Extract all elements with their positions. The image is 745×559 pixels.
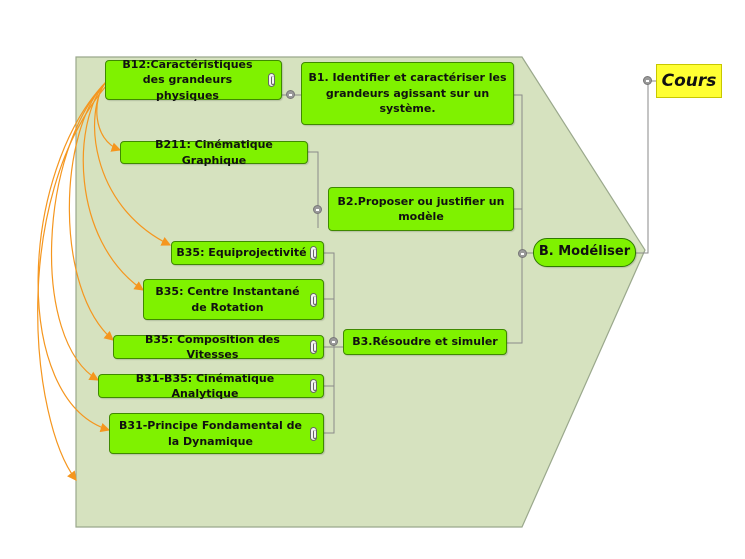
central-node-label: B. Modéliser: [538, 244, 631, 260]
central-node-modeliser[interactable]: B. Modéliser: [533, 238, 636, 267]
objective-node-b1[interactable]: B1. Identifier et caractériser les grand…: [301, 62, 514, 125]
resource-label-b35-equiprojectivite: B35: Equiprojectivité: [176, 246, 307, 260]
resource-node-b31-pfd[interactable]: B31-Principe Fondamental de la Dynamique: [109, 413, 324, 454]
objective-label-b3: B3.Résoudre et simuler: [352, 335, 498, 349]
objective-node-b3[interactable]: B3.Résoudre et simuler: [343, 329, 507, 355]
resource-label-b211: B211: Cinématique Graphique: [155, 138, 273, 167]
objective-label-b2: B2.Proposer ou justifier un modèle: [337, 194, 505, 223]
relation-arrows: [37, 81, 172, 481]
relation-arrow: [68, 81, 114, 341]
paperclip-icon[interactable]: [310, 340, 317, 354]
relation-arrow: [37, 81, 111, 433]
collapse-toggle-icon[interactable]: [286, 90, 295, 99]
collapse-toggle-icon[interactable]: [518, 249, 527, 258]
paperclip-icon[interactable]: [268, 73, 275, 87]
connector-line: [507, 94, 523, 344]
paperclip-icon[interactable]: [310, 292, 317, 307]
resource-node-b12[interactable]: B12:Caractéristiques des grandeurs physi…: [105, 57, 282, 102]
resource-label-b12: B12:Caractéristiques des grandeurs physi…: [122, 57, 253, 102]
relation-arrow: [50, 81, 107, 381]
group-boundary: [75, 56, 646, 528]
resource-label-b31-pfd: B31-Principe Fondamental de la Dynamique: [119, 419, 302, 448]
paperclip-icon[interactable]: [310, 246, 317, 260]
paperclip-icon[interactable]: [310, 426, 317, 441]
resource-node-b31-b35[interactable]: B31-B35: Cinématique Analytique: [98, 372, 324, 400]
collapse-toggle-icon[interactable]: [643, 76, 652, 85]
objective-label-b1: B1. Identifier et caractériser les grand…: [308, 71, 507, 116]
root-node-cours[interactable]: Cours: [656, 64, 722, 98]
connector-line: [636, 80, 656, 254]
resource-node-b211[interactable]: B211: Cinématique Graphique: [120, 138, 308, 167]
collapse-toggle-icon[interactable]: [313, 205, 322, 214]
connector-line: [308, 151, 319, 228]
collapse-toggle-icon[interactable]: [329, 337, 338, 346]
resource-label-b35-cir: B35: Centre Instantané de Rotation: [155, 285, 300, 314]
paperclip-icon[interactable]: [310, 379, 317, 393]
relation-arrow: [37, 85, 107, 481]
resource-node-b35-equiprojectivite[interactable]: B35: Equiprojectivité: [171, 241, 324, 265]
resource-label-b35-composition: B35: Composition des Vitesses: [145, 332, 280, 361]
objective-node-b2[interactable]: B2.Proposer ou justifier un modèle: [328, 187, 514, 231]
resource-label-b31-b35: B31-B35: Cinématique Analytique: [135, 371, 275, 400]
root-node-label: Cours: [661, 71, 717, 91]
resource-node-b35-composition[interactable]: B35: Composition des Vitesses: [113, 333, 324, 361]
resource-node-b35-cir[interactable]: B35: Centre Instantané de Rotation: [143, 279, 324, 320]
